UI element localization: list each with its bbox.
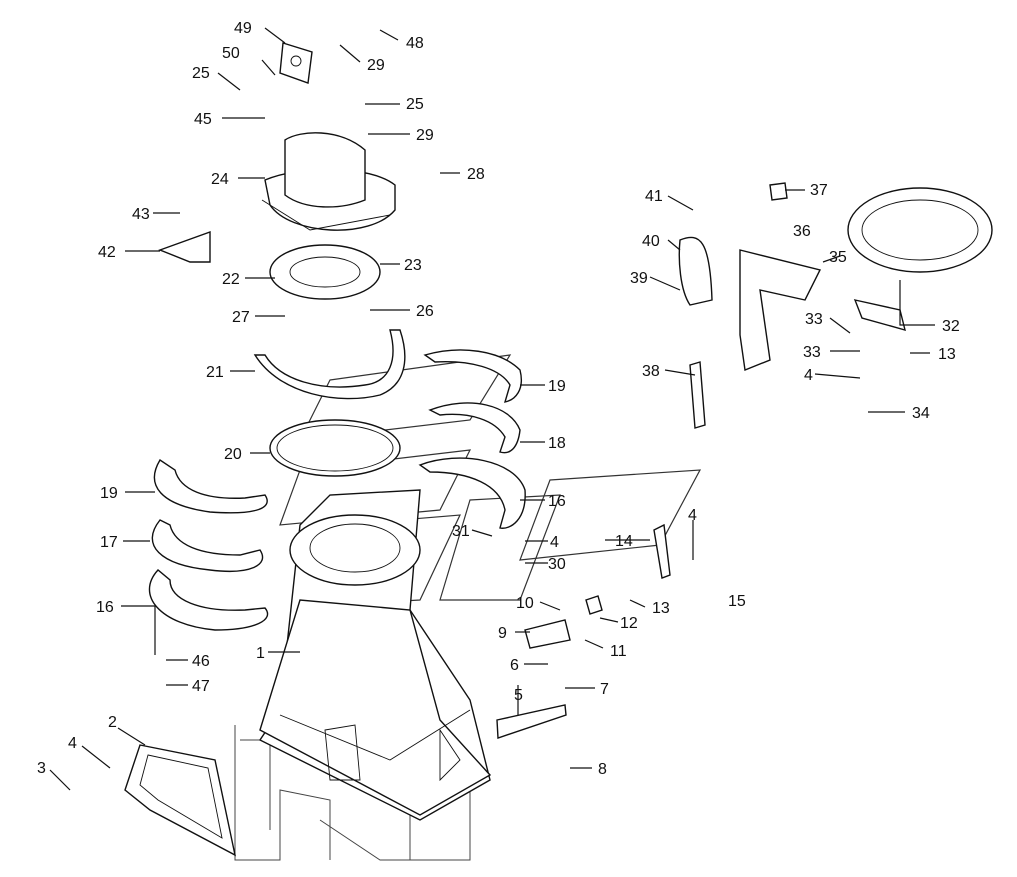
callout-20: 20 — [224, 446, 242, 463]
callout-labels: 49 48 50 29 25 25 45 29 28 24 43 42 22 2… — [37, 20, 960, 778]
spring-assembly — [678, 182, 822, 429]
callout-23: 23 — [404, 257, 422, 274]
callout-17: 17 — [100, 534, 118, 551]
callout-16: 16 — [548, 493, 566, 510]
callout-29: 29 — [416, 127, 434, 144]
callout-9: 9 — [498, 625, 507, 642]
callout-10: 10 — [516, 595, 534, 612]
callout-5: 5 — [514, 687, 523, 704]
gear-and-ring — [253, 329, 406, 477]
leader-lines — [49, 27, 935, 791]
callout-42: 42 — [98, 244, 116, 261]
callout-33: 33 — [803, 344, 821, 361]
callout-19: 19 — [548, 378, 566, 395]
callout-15: 15 — [728, 593, 746, 610]
callout-2: 2 — [108, 714, 117, 731]
callout-19: 19 — [100, 485, 118, 502]
callout-31: 31 — [452, 523, 470, 540]
callout-14: 14 — [615, 533, 633, 550]
callout-28: 28 — [467, 166, 485, 183]
left-ring-stack — [148, 459, 269, 631]
callout-45: 45 — [194, 111, 212, 128]
callout-39: 39 — [630, 270, 648, 287]
callout-46: 46 — [192, 653, 210, 670]
callout-47: 47 — [192, 678, 210, 695]
callout-18: 18 — [548, 435, 566, 452]
callout-3: 3 — [37, 760, 46, 777]
callout-24: 24 — [211, 171, 229, 188]
callout-25: 25 — [192, 65, 210, 82]
top-plate — [279, 42, 313, 84]
callout-27: 27 — [232, 309, 250, 326]
callout-38: 38 — [642, 363, 660, 380]
callout-33: 33 — [805, 311, 823, 328]
callout-49: 49 — [234, 20, 252, 37]
flat-ring — [269, 244, 381, 300]
callout-22: 22 — [222, 271, 240, 288]
callout-26: 26 — [416, 303, 434, 320]
callout-21: 21 — [206, 364, 224, 381]
callout-13: 13 — [938, 346, 956, 363]
callout-4: 4 — [68, 735, 77, 752]
callout-34: 34 — [912, 405, 930, 422]
callout-8: 8 — [598, 761, 607, 778]
callout-50: 50 — [222, 45, 240, 62]
callout-48: 48 — [406, 35, 424, 52]
mount-bracket — [158, 231, 211, 263]
callout-35: 35 — [829, 249, 847, 266]
callout-41: 41 — [645, 188, 663, 205]
callout-37: 37 — [810, 182, 828, 199]
callout-7: 7 — [600, 681, 609, 698]
toothed-ring — [847, 187, 993, 331]
lower-hardware — [496, 523, 671, 739]
callout-40: 40 — [642, 233, 660, 250]
callout-32: 32 — [942, 318, 960, 335]
callout-43: 43 — [132, 206, 150, 223]
callout-4: 4 — [688, 507, 697, 524]
callout-1: 1 — [256, 645, 265, 662]
callout-29: 29 — [367, 57, 385, 74]
watermark-pattern — [279, 354, 702, 606]
bearing-housing — [261, 132, 396, 231]
callout-4: 4 — [804, 367, 813, 384]
cover-plate — [124, 744, 236, 857]
callout-13: 13 — [652, 600, 670, 617]
callout-16: 16 — [96, 599, 114, 616]
callout-36: 36 — [793, 223, 811, 240]
callout-30: 30 — [548, 556, 566, 573]
callout-25: 25 — [406, 96, 424, 113]
pedestal-base — [258, 489, 492, 821]
callout-11: 11 — [610, 643, 627, 660]
callout-4: 4 — [550, 534, 559, 551]
callout-12: 12 — [620, 615, 638, 632]
right-ring-stack — [418, 349, 526, 529]
callout-6: 6 — [510, 657, 519, 674]
